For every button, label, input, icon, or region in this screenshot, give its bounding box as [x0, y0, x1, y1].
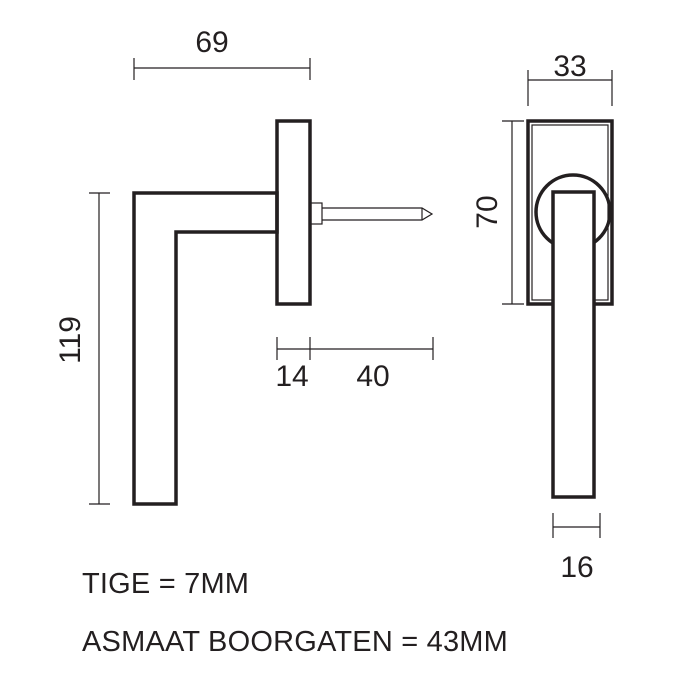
dimension-label-70: 70 — [471, 195, 504, 228]
spindle-collar — [309, 202, 323, 225]
dimension-label-119: 119 — [54, 316, 87, 364]
dimension-label-14: 14 — [275, 360, 308, 393]
dimension-total-length: 69 — [133, 26, 311, 80]
dimension-label-16: 16 — [560, 551, 593, 584]
front-view — [526, 119, 614, 499]
lever-front-profile — [551, 190, 596, 499]
dimension-label-33: 33 — [553, 50, 586, 83]
dimension-rose-front-width: 33 — [527, 50, 613, 106]
rose-side-profile — [275, 119, 312, 306]
dimension-lever-width: 16 — [552, 513, 601, 584]
dimension-label-69: 69 — [195, 26, 228, 59]
dimension-height: 119 — [54, 192, 110, 505]
lever-side-profile — [132, 191, 279, 506]
spindle — [322, 207, 434, 221]
dimension-rose-and-spindle: 14 40 — [275, 337, 434, 393]
hole-spacing-note: ASMAAT BOORGATEN = 43MM — [82, 626, 508, 658]
spindle-note: TIGE = 7MM — [82, 568, 250, 600]
dimension-label-40: 40 — [356, 360, 389, 393]
side-view — [132, 119, 434, 506]
dimension-rose-front-height: 70 — [471, 120, 524, 305]
